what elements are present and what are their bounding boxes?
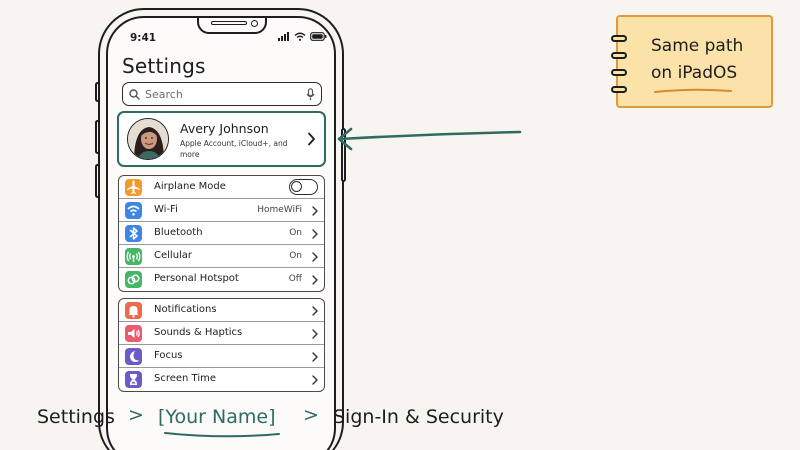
breadcrumb-your-name: [Your Name] xyxy=(158,406,276,428)
microphone-icon[interactable] xyxy=(306,87,315,101)
settings-row-cellular[interactable]: Cellular On xyxy=(119,245,324,268)
row-label: Wi-Fi xyxy=(154,204,178,215)
chevron-right-icon xyxy=(312,252,318,262)
breadcrumb-underline xyxy=(164,432,280,438)
settings-row-sounds-haptics[interactable]: Sounds & Haptics xyxy=(119,322,324,345)
chevron-right-icon xyxy=(312,275,318,285)
row-value: On xyxy=(289,228,302,238)
row-value: Off xyxy=(288,274,302,284)
profile-name: Avery Johnson xyxy=(180,121,269,136)
search-input[interactable] xyxy=(145,87,301,101)
page-title: Settings xyxy=(122,54,206,78)
moon-icon xyxy=(125,348,142,365)
settings-row-wi-fi[interactable]: Wi-Fi HomeWiFi xyxy=(119,199,324,222)
hotspot-icon xyxy=(125,271,142,288)
settings-row-personal-hotspot[interactable]: Personal Hotspot Off xyxy=(119,268,324,291)
row-label: Cellular xyxy=(154,250,193,261)
phone-screen: 9:41 Settings xyxy=(106,16,336,450)
front-camera xyxy=(251,20,258,27)
notch xyxy=(197,18,267,34)
row-value: HomeWiFi xyxy=(257,205,302,215)
row-label: Sounds & Haptics xyxy=(154,327,243,338)
volume-up-button xyxy=(95,120,100,154)
hourglass-icon xyxy=(125,371,142,388)
battery-icon xyxy=(310,32,327,41)
breadcrumb-settings: Settings xyxy=(37,406,115,428)
row-label: Bluetooth xyxy=(154,227,203,238)
toggle-knob xyxy=(291,181,302,192)
spiral-ring xyxy=(611,86,627,93)
settings-row-notifications[interactable]: Notifications xyxy=(119,299,324,322)
chevron-right-icon xyxy=(312,229,318,239)
chevron-right-icon xyxy=(308,132,315,146)
speaker-icon xyxy=(125,325,142,342)
settings-row-bluetooth[interactable]: Bluetooth On xyxy=(119,222,324,245)
note-line-2: on iPadOS xyxy=(651,63,738,83)
status-time: 9:41 xyxy=(130,32,157,44)
spiral-ring xyxy=(611,69,627,76)
volume-down-button xyxy=(95,164,100,198)
status-icons xyxy=(278,32,327,41)
ipados-note: Same path on iPadOS xyxy=(611,15,773,108)
avatar xyxy=(127,118,169,160)
row-label: Focus xyxy=(154,350,183,361)
speaker-grille xyxy=(211,21,247,25)
row-value: On xyxy=(289,251,302,261)
chevron-right-icon xyxy=(312,329,318,339)
row-label: Notifications xyxy=(154,304,217,315)
spiral-ring xyxy=(611,52,627,59)
chevron-right-icon xyxy=(312,306,318,316)
breadcrumb-separator: > xyxy=(128,404,144,426)
apple-account-card[interactable]: Avery Johnson Apple Account, iCloud+, an… xyxy=(117,111,326,167)
cellular-icon xyxy=(125,248,142,265)
airplane-icon xyxy=(125,179,142,196)
power-button xyxy=(341,128,346,182)
spiral-ring xyxy=(611,35,627,42)
note-underline xyxy=(654,88,732,93)
airplane-mode-toggle[interactable] xyxy=(289,179,318,195)
note-line-1: Same path xyxy=(651,36,744,56)
bluetooth-icon xyxy=(125,225,142,242)
chevron-right-icon xyxy=(312,352,318,362)
silent-switch xyxy=(95,82,100,102)
row-label: Airplane Mode xyxy=(154,181,226,192)
wifi-status-icon xyxy=(294,32,306,41)
row-label: Screen Time xyxy=(154,373,217,384)
breadcrumb-sign-in-security: Sign-In & Security xyxy=(333,406,504,428)
row-label: Personal Hotspot xyxy=(154,273,239,284)
chevron-right-icon xyxy=(312,206,318,216)
settings-row-focus[interactable]: Focus xyxy=(119,345,324,368)
breadcrumb-separator: > xyxy=(303,404,319,426)
search-bar[interactable] xyxy=(122,82,322,106)
settings-row-airplane-mode[interactable]: Airplane Mode xyxy=(119,176,324,199)
settings-row-screen-time[interactable]: Screen Time xyxy=(119,368,324,391)
pointer-arrow xyxy=(337,127,522,151)
search-icon xyxy=(129,88,140,100)
bell-icon xyxy=(125,302,142,319)
chevron-right-icon xyxy=(312,375,318,385)
wifi-icon xyxy=(125,202,142,219)
signal-icon xyxy=(278,32,289,41)
profile-subtitle: Apple Account, iCloud+, and more xyxy=(180,139,288,159)
